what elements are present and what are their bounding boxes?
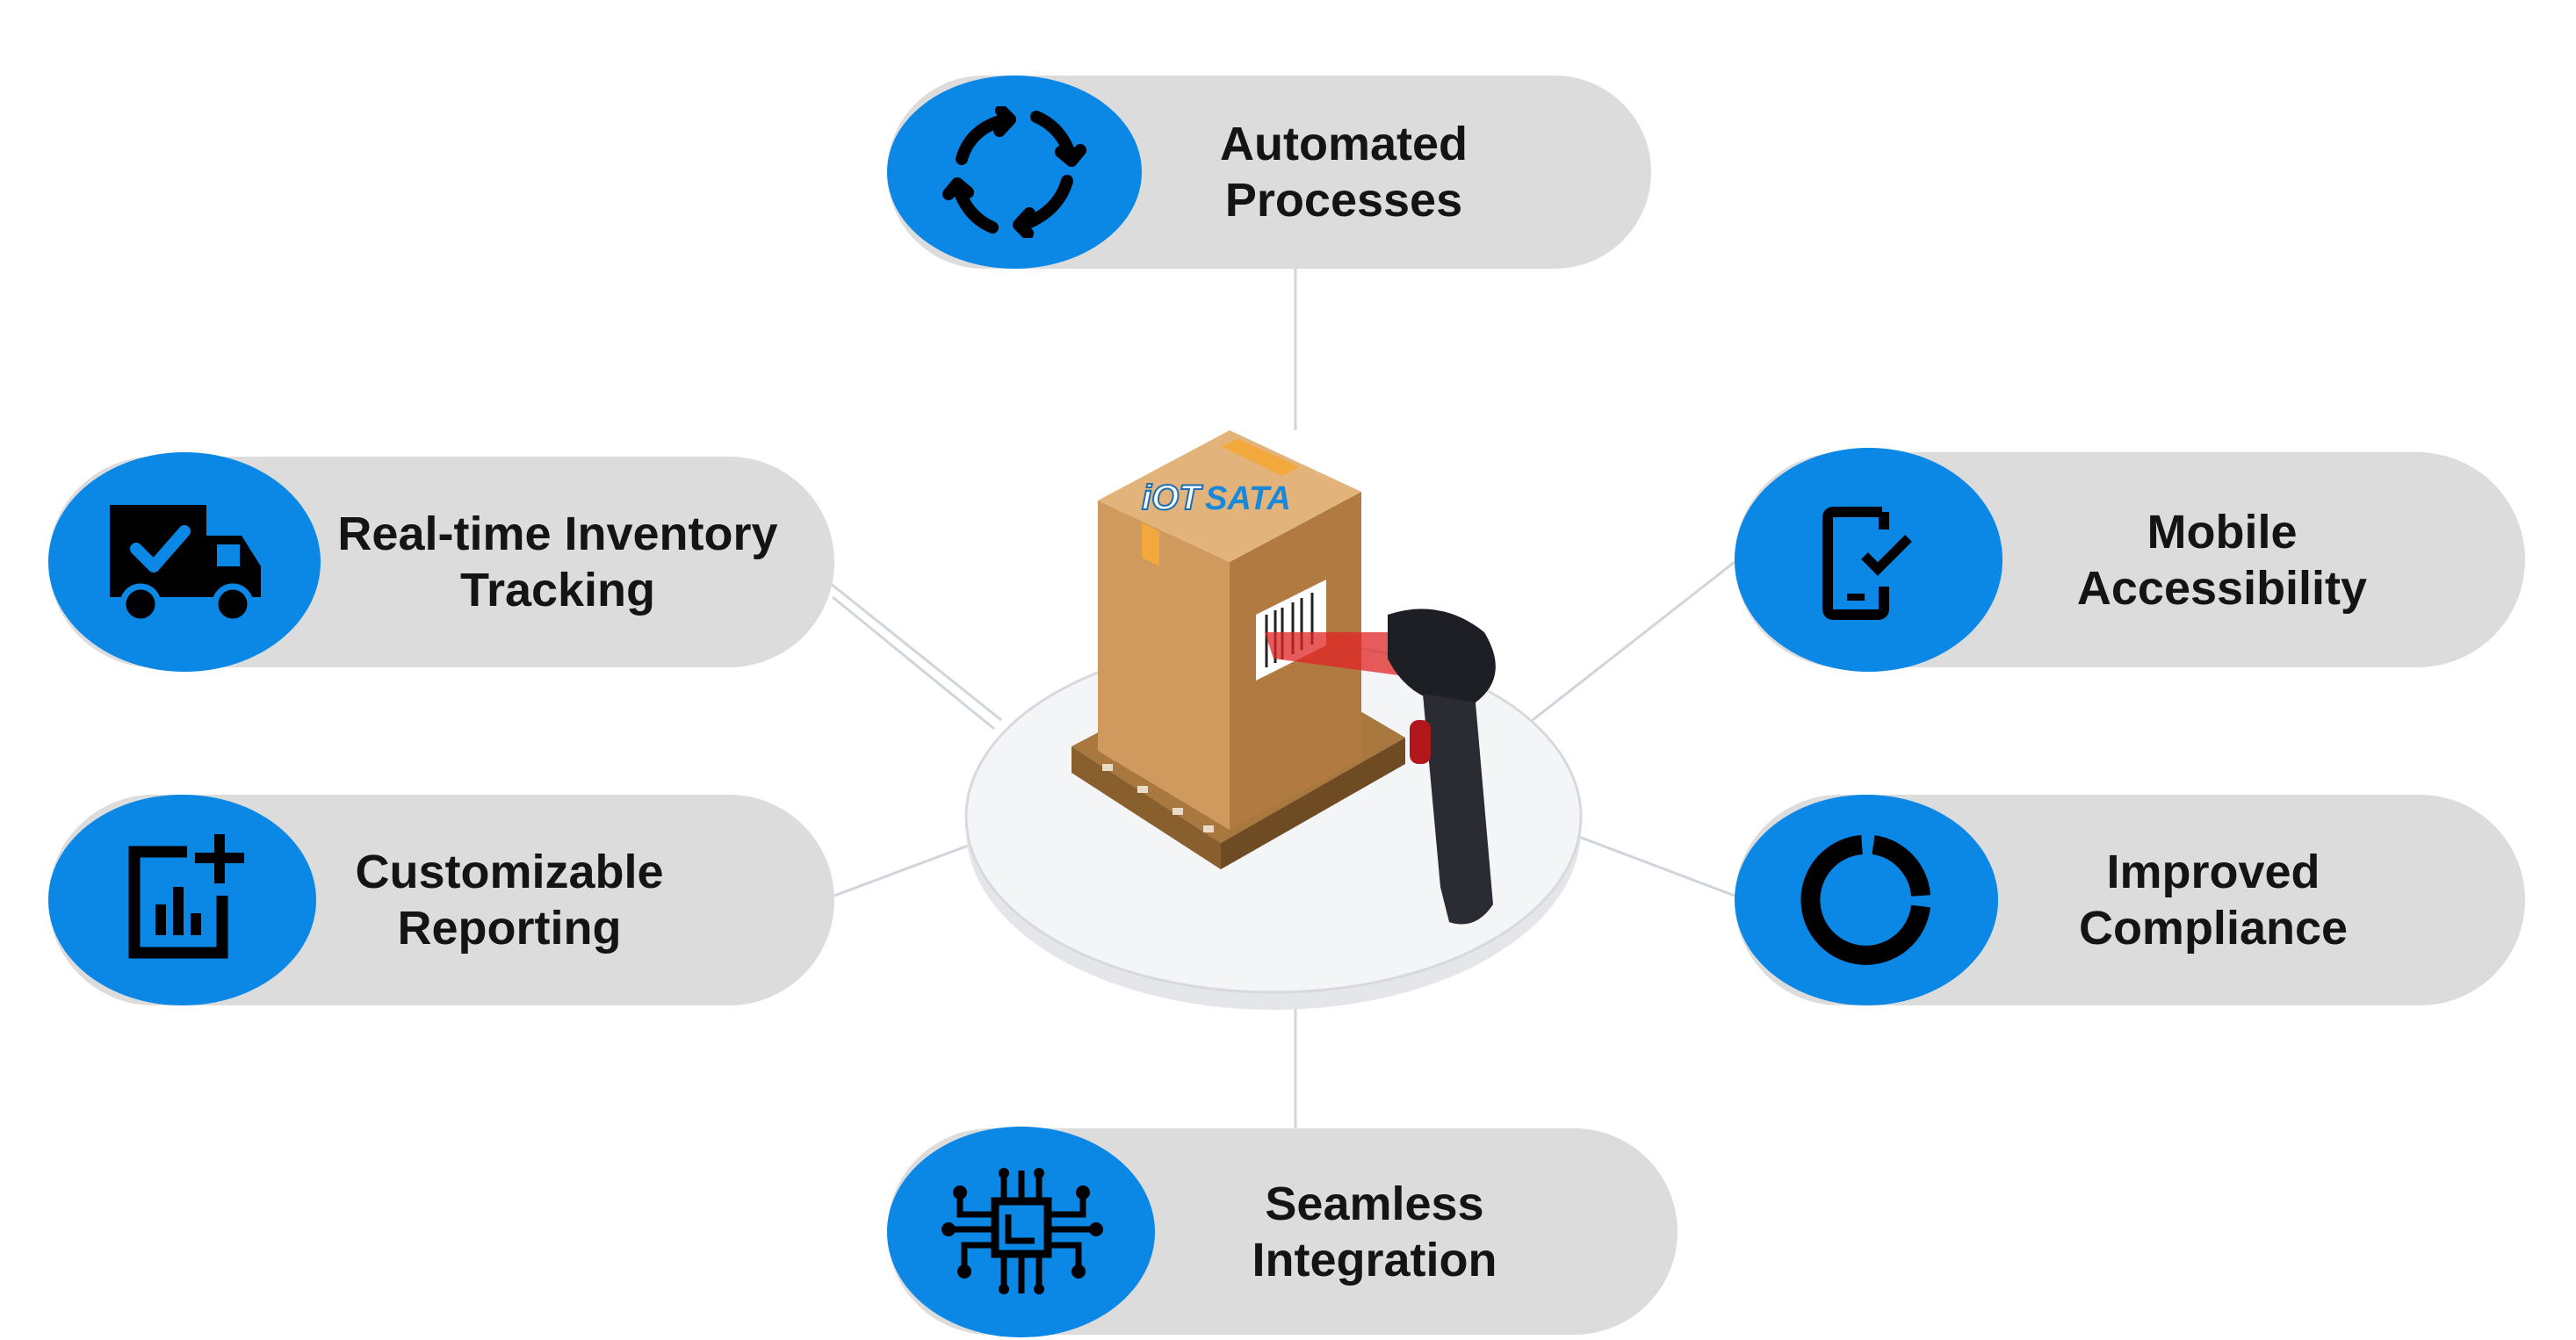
box-tape — [1221, 439, 1300, 476]
feature-label-reporting: Customizable Reporting — [355, 846, 664, 955]
feature-icon-circle-realtime — [48, 452, 321, 672]
box-top-face — [1098, 430, 1361, 562]
connector-realtime — [825, 578, 1002, 722]
feature-label-compliance: Improved Compliance — [2078, 846, 2349, 955]
scanner-trigger — [1410, 720, 1431, 764]
donut-progress-icon — [1800, 834, 1932, 966]
logo-sata: SATA — [1205, 480, 1291, 517]
report-chart-add-icon — [121, 834, 244, 966]
feature-icon-circle-reporting — [48, 795, 316, 1005]
feature-label-realtime: Real-time Inventory Tracking — [337, 508, 778, 616]
mobile-check-icon — [1821, 499, 1917, 622]
scanner-handle — [1423, 694, 1493, 925]
feature-icon-circle-integration — [887, 1127, 1155, 1337]
box-left-face — [1098, 501, 1230, 830]
scanner-head — [1388, 609, 1496, 702]
feature-icon-circle-compliance — [1735, 795, 1998, 1005]
refresh-arrows-icon — [940, 106, 1089, 238]
feature-label-mobile: Mobile Accessibility — [2076, 505, 2368, 615]
connector-reporting — [833, 841, 976, 897]
feature-label-integration: Seamless Integration — [1252, 1177, 1497, 1286]
feature-label-automated: Automated Processes — [1220, 118, 1468, 227]
connector-compliance — [1571, 832, 1735, 897]
pallet-right — [1221, 738, 1405, 869]
circuit-chip-icon — [938, 1166, 1105, 1298]
barcode-scanner-illustration: iOT SATA — [964, 430, 1583, 1010]
delivery-truck-check-icon — [101, 492, 268, 632]
pallet-left — [1072, 746, 1221, 869]
scanner-laser — [1265, 632, 1405, 676]
connector-mobile — [1532, 560, 1735, 722]
feature-icon-circle-mobile — [1735, 448, 2002, 672]
logo-iot: iOT — [1142, 479, 1203, 517]
connector-realtime-shadow — [832, 595, 995, 731]
feature-icon-circle-automated — [887, 76, 1142, 269]
